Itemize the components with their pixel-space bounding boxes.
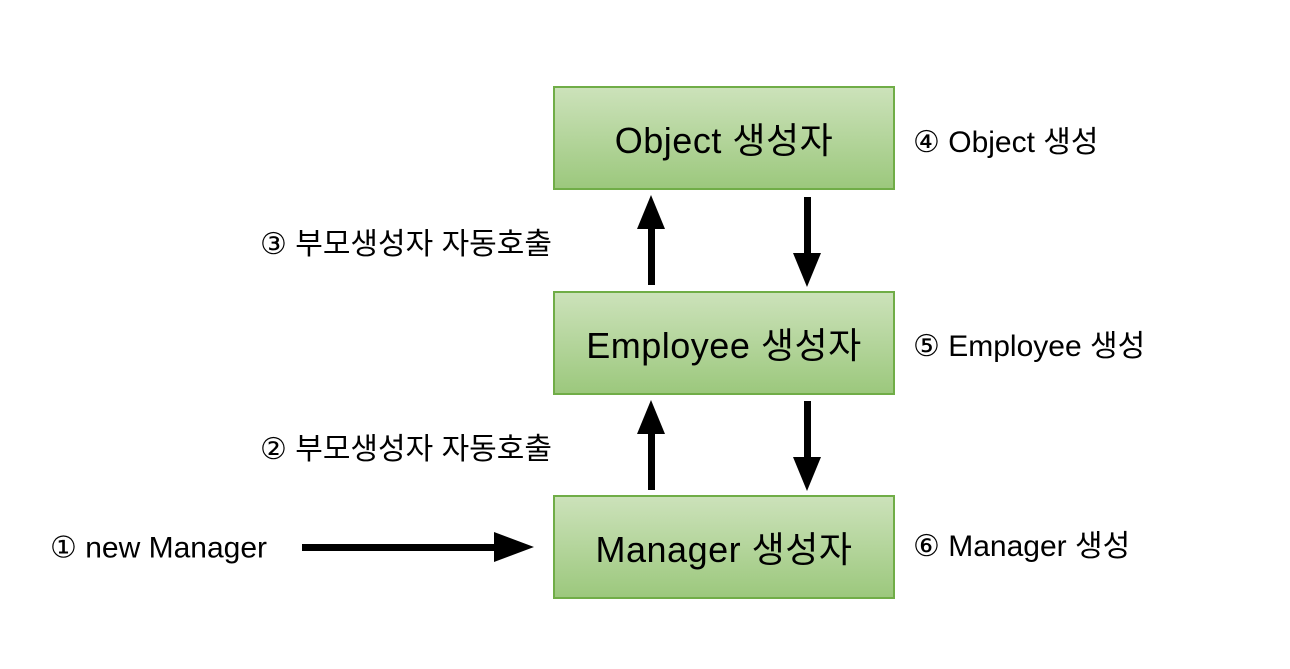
annotation-step2-parent-constructor-auto-call: ② 부모생성자 자동호출	[260, 433, 552, 466]
box-employee-constructor: Employee 생성자	[553, 291, 895, 395]
box-manager-constructor-label: Manager 생성자	[595, 529, 853, 570]
arrowhead-down-icon	[793, 457, 821, 491]
arrow-shaft	[803, 197, 811, 253]
arrow-up-manager-to-employee	[637, 400, 665, 490]
arrowhead-down-icon	[793, 253, 821, 287]
arrow-shaft	[803, 401, 811, 457]
box-object-constructor-label: Object 생성자	[614, 120, 834, 161]
arrow-down-object-to-employee	[793, 197, 821, 287]
arrow-shaft	[647, 229, 655, 285]
annotation-step3-parent-constructor-auto-call: ③ 부모생성자 자동호출	[260, 228, 552, 261]
annotation-step4-object-created: ④ Object 생성	[913, 126, 1099, 159]
arrow-shaft	[302, 543, 494, 551]
box-object-constructor: Object 생성자	[553, 86, 895, 190]
box-manager-constructor: Manager 생성자	[553, 495, 895, 599]
annotation-step5-employee-created: ⑤ Employee 생성	[913, 330, 1146, 363]
arrow-shaft	[647, 434, 655, 490]
arrowhead-up-icon	[637, 400, 665, 434]
arrowhead-right-icon	[494, 532, 534, 562]
annotation-step1-new-manager: ① new Manager	[50, 531, 268, 565]
annotation-step6-manager-created: ⑥ Manager 생성	[913, 530, 1131, 563]
arrow-up-employee-to-object	[637, 195, 665, 285]
box-employee-constructor-label: Employee 생성자	[586, 325, 862, 366]
arrow-right-new-manager	[302, 532, 534, 562]
arrowhead-up-icon	[637, 195, 665, 229]
arrow-down-employee-to-manager	[793, 401, 821, 491]
